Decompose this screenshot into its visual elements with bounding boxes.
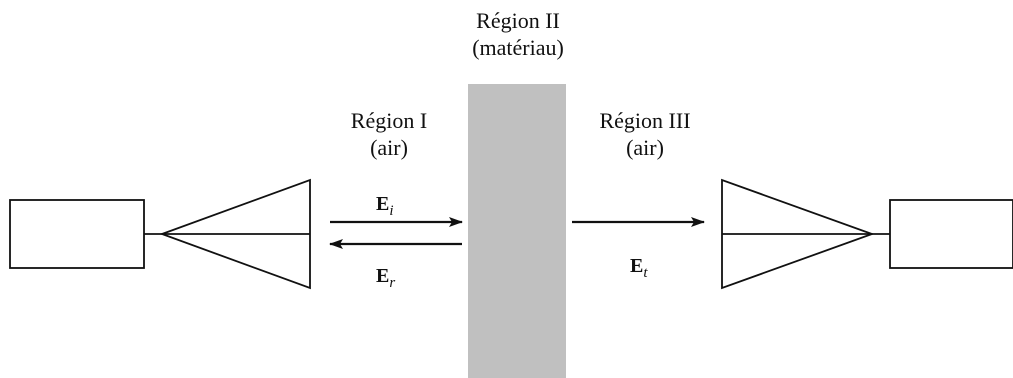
right-horn-antenna xyxy=(721,178,1013,290)
region1-name: Région I xyxy=(351,108,427,133)
right-waveguide-box xyxy=(889,199,1013,269)
region3-medium: (air) xyxy=(626,135,664,160)
region3-name: Région III xyxy=(599,108,690,133)
region1-medium: (air) xyxy=(370,135,408,160)
transmitted-field-label: Et xyxy=(630,255,648,281)
left-waveguide-box xyxy=(9,199,145,269)
region2-medium: (matériau) xyxy=(472,35,564,60)
region2-name: Région II xyxy=(476,8,560,33)
incident-field-label: Ei xyxy=(376,193,394,219)
material-slab xyxy=(468,84,566,378)
reflected-field-label: Er xyxy=(376,265,395,291)
left-horn-antenna xyxy=(9,178,311,290)
